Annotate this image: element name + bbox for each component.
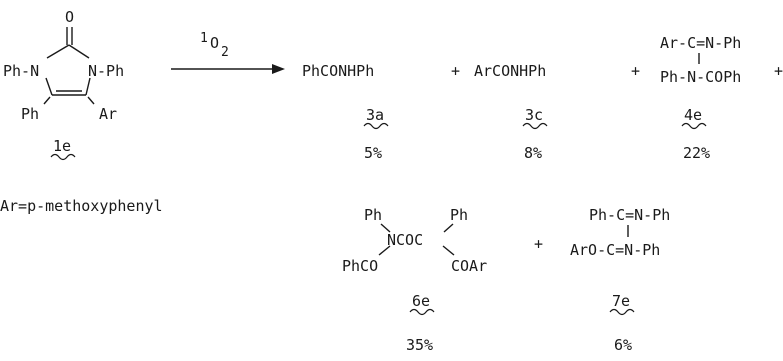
c5-substituent-bond	[43, 96, 51, 105]
product-6e-center: NCOC	[387, 231, 423, 249]
n3-phenyl-label: N-Ph	[88, 62, 124, 80]
product-4e-line1: Ar-C=N-Ph	[660, 34, 741, 52]
singlet-superscript: 1	[200, 31, 208, 46]
ring-bond-n1-c5	[45, 77, 53, 96]
product-6e-coar: COAr	[451, 257, 487, 275]
product-7e-yield: 6%	[614, 336, 632, 354]
product-6e-number: 6e	[412, 292, 430, 310]
reactant-tilde-mark	[50, 153, 76, 161]
product-6e-bond-n-phco	[378, 245, 391, 256]
product-3a-tilde-mark	[363, 122, 389, 130]
product-7e-tilde-mark	[609, 308, 635, 316]
product-4e-yield: 22%	[683, 144, 710, 162]
ring-bond-n3-c4	[85, 77, 91, 96]
oxygen-subscript: 2	[221, 45, 229, 60]
product-6e-tilde-mark	[409, 308, 435, 316]
reaction-arrow-head	[272, 64, 285, 74]
c5-phenyl-label: Ph	[21, 105, 39, 123]
product-3c-formula: ArCONHPh	[474, 62, 546, 80]
c4-substituent-bond	[87, 96, 95, 105]
product-3a-formula: PhCONHPh	[302, 62, 374, 80]
ring-bond-c2-n1	[46, 44, 70, 59]
oxygen-reagent-label: O	[210, 34, 219, 52]
product-7e-line1: Ph-C=N-Ph	[589, 206, 670, 224]
product-4e-tilde-mark	[681, 122, 707, 130]
reactant-compound-number: 1e	[53, 137, 71, 155]
product-6e-bond-ph-n	[380, 223, 391, 233]
product-6e-bond-ph-c	[443, 223, 454, 233]
product-4e-number: 4e	[684, 106, 702, 124]
product-6e-ph-right: Ph	[450, 206, 468, 224]
product-3a-yield: 5%	[364, 144, 382, 162]
product-3c-number: 3c	[525, 106, 543, 124]
plus-sign-1: +	[451, 62, 460, 80]
ring-bond-c2-n3	[68, 44, 90, 59]
product-3c-yield: 8%	[524, 144, 542, 162]
product-6e-phco: PhCO	[342, 257, 378, 275]
product-6e-bond-c-coar	[442, 245, 455, 256]
product-3c-tilde-mark	[522, 122, 548, 130]
reactant-1e-structure: O Ph-N N-Ph Ph Ar	[3, 8, 124, 123]
product-6e-ph-left: Ph	[364, 206, 382, 224]
plus-sign-3: +	[774, 62, 783, 80]
product-6e-yield: 35%	[406, 336, 433, 354]
product-7e-number: 7e	[612, 292, 630, 310]
carbonyl-oxygen-label: O	[65, 8, 74, 26]
plus-sign-4: +	[534, 235, 543, 253]
plus-sign-2: +	[631, 62, 640, 80]
product-7e-line2: ArO-C=N-Ph	[570, 241, 660, 259]
c4-aryl-label: Ar	[99, 105, 117, 123]
product-3a-number: 3a	[366, 106, 384, 124]
n1-phenyl-label: Ph-N	[3, 62, 39, 80]
aryl-definition: Ar=p-methoxyphenyl	[0, 197, 163, 215]
product-4e-line2: Ph-N-COPh	[660, 68, 741, 86]
